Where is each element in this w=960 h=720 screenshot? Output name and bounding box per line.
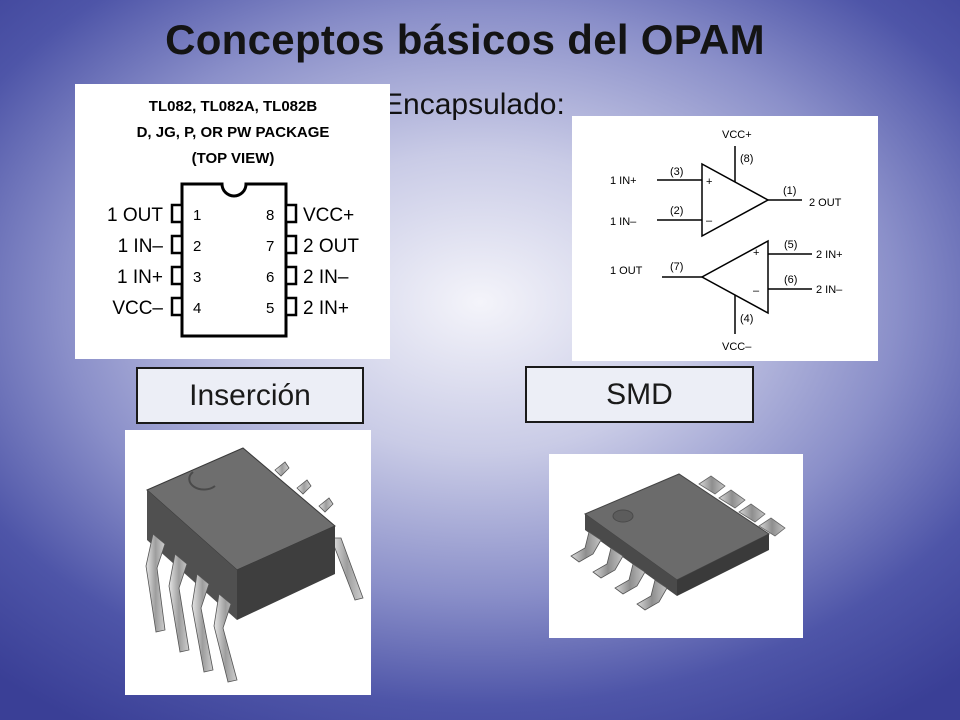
smd-label-box: SMD <box>525 366 754 423</box>
pin-label-vcc-minus: VCC– <box>112 298 163 319</box>
dip-side-face <box>237 526 335 620</box>
amp2-out-pin: (7) <box>670 261 683 273</box>
slide-subtitle: Encapsulado: <box>383 88 565 121</box>
pin-number-7: 7 <box>266 238 274 255</box>
pin4-label: (4) <box>740 313 753 325</box>
pin-label-1in-minus: 1 IN– <box>118 236 164 257</box>
vcc-plus-label: VCC+ <box>722 129 752 141</box>
pin-number-3: 3 <box>193 269 201 286</box>
right-pin-tabs <box>284 203 298 317</box>
pin8-label: (8) <box>740 153 753 165</box>
amp1-out-pin: (1) <box>783 185 796 197</box>
pinout-header-line2: D, JG, P, OR PW PACKAGE <box>137 124 330 141</box>
pin-number-5: 5 <box>266 300 274 317</box>
amp2-in-minus-pin: (6) <box>784 274 797 286</box>
amp1-plus-sign: + <box>706 176 712 188</box>
amp2-plus-sign: + <box>753 247 759 259</box>
opamp-symbol-diagram: VCC+ (8) 1 IN+ (3) + 1 IN– (2) – (1) 2 O… <box>572 116 878 361</box>
pin-number-8: 8 <box>266 207 274 224</box>
smd-front-face <box>585 514 677 596</box>
dip-package-image <box>125 430 371 695</box>
pin-label-1out: 1 OUT <box>107 205 163 226</box>
amp1-out-label: 2 OUT <box>809 197 842 209</box>
pinout-header-line1: TL082, TL082A, TL082B <box>149 98 318 115</box>
amp2-in-minus-label: 2 IN– <box>816 284 843 296</box>
amp1-in-plus-label: 1 IN+ <box>610 175 637 187</box>
pin-label-2in-minus: 2 IN– <box>303 267 349 288</box>
pin-number-1: 1 <box>193 207 201 224</box>
slide-title: Conceptos básicos del OPAM <box>165 16 765 63</box>
pinout-header-line3: (TOP VIEW) <box>192 150 275 167</box>
smd-label: SMD <box>606 377 673 411</box>
pin-label-1in-plus: 1 IN+ <box>117 267 163 288</box>
pin-number-2: 2 <box>193 238 201 255</box>
pin-label-2in-plus: 2 IN+ <box>303 298 349 319</box>
amp1-in-minus-pin: (2) <box>670 205 683 217</box>
left-pin-tabs <box>170 203 184 317</box>
amp1-minus-sign: – <box>706 215 713 227</box>
pin-label-2out: 2 OUT <box>303 236 359 257</box>
dip-front-face <box>147 490 237 620</box>
amp2-in-plus-pin: (5) <box>784 239 797 251</box>
smd-package-image <box>549 454 803 638</box>
insertion-label: Inserción <box>189 378 311 412</box>
chip-body <box>180 182 288 338</box>
amp2-in-plus-label: 2 IN+ <box>816 249 843 261</box>
insertion-label-box: Inserción <box>136 367 364 424</box>
pin-number-6: 6 <box>266 269 274 286</box>
vcc-minus-label: VCC– <box>722 341 752 353</box>
amp1-in-minus-label: 1 IN– <box>610 216 637 228</box>
pin-label-vcc-plus: VCC+ <box>303 205 354 226</box>
amp1-in-plus-pin: (3) <box>670 166 683 178</box>
amp2-minus-sign: – <box>753 285 760 297</box>
amp2-out-label: 1 OUT <box>610 265 643 277</box>
pin-number-4: 4 <box>193 300 201 317</box>
smd-side-face <box>677 534 769 596</box>
pinout-diagram: TL082, TL082A, TL082B D, JG, P, OR PW PA… <box>75 84 390 359</box>
